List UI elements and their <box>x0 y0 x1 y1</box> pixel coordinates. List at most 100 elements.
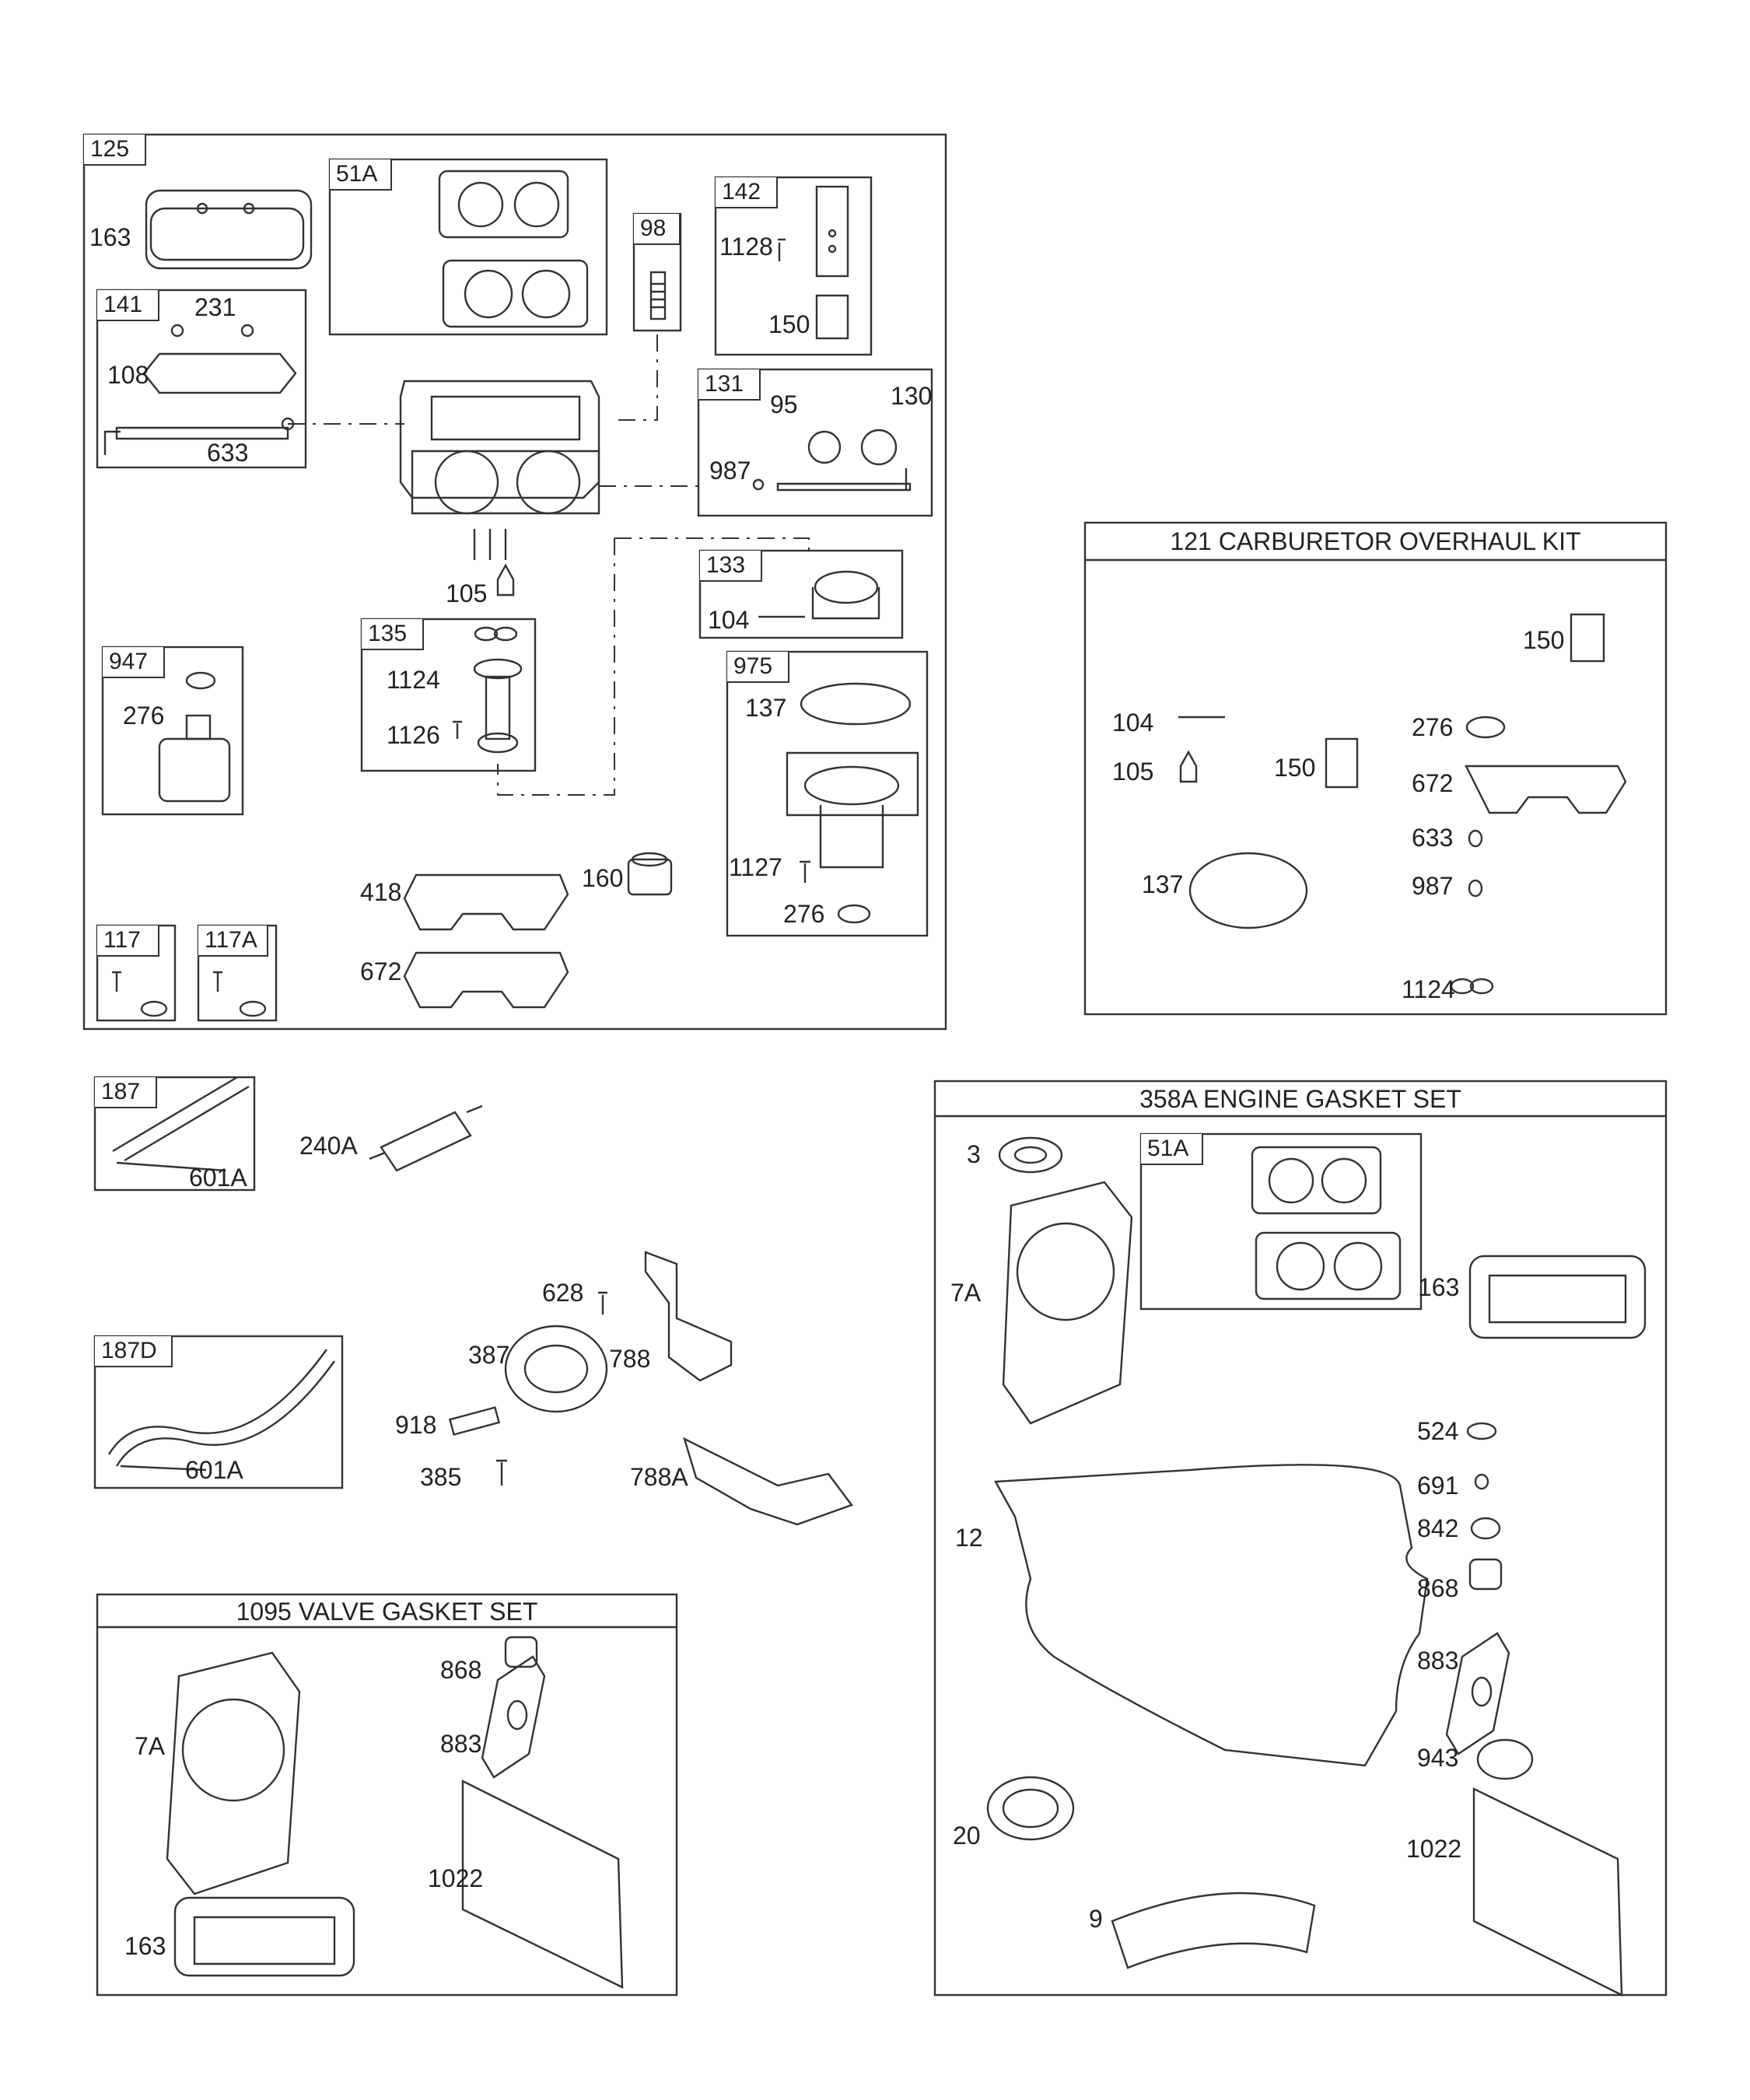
box-label-117: 117 <box>97 926 159 957</box>
box-label-117a: 117A <box>198 926 268 957</box>
part-label-105: 105 <box>446 579 488 607</box>
part-label-788: 788 <box>609 1345 651 1373</box>
kit1095-label-883: 883 <box>440 1730 482 1758</box>
kit121-label-672: 672 <box>1412 769 1454 797</box>
box-label-133: 133 <box>700 551 762 582</box>
part-label-601a: 601A <box>189 1164 247 1192</box>
box-label-947: 947 <box>103 647 165 678</box>
box-label-51a: 51A <box>330 159 392 191</box>
screws-117-icon <box>112 971 267 1017</box>
part-label-385: 385 <box>420 1463 462 1491</box>
kit-1095-box <box>96 1593 678 1997</box>
part-label-1128: 1128 <box>719 233 773 261</box>
kit121-label-104: 104 <box>1112 709 1154 737</box>
part-label-137: 137 <box>745 694 787 722</box>
part-label-418: 418 <box>360 878 402 906</box>
box-187d <box>93 1335 344 1489</box>
kit1095-label-1022: 1022 <box>428 1864 484 1892</box>
part-label-601a-b: 601A <box>185 1456 243 1484</box>
kit358a-label-163: 163 <box>1418 1273 1460 1301</box>
bracket-142-icon <box>778 185 849 340</box>
part-label-150: 150 <box>768 310 810 338</box>
box-975 <box>726 650 929 937</box>
kit121-label-105: 105 <box>1112 758 1154 786</box>
fuel-filter-240a-icon <box>369 1104 483 1172</box>
plug-160-icon <box>627 852 673 896</box>
kit358a-label-842: 842 <box>1417 1514 1459 1542</box>
kit-121-box <box>1083 521 1668 1016</box>
fuel-pump-icon <box>448 1251 853 1526</box>
box-label-975: 975 <box>727 652 789 683</box>
box-label-131: 131 <box>698 369 761 401</box>
box-141 <box>96 289 307 469</box>
box-51a <box>328 158 608 336</box>
part-label-95: 95 <box>770 390 798 418</box>
box-131 <box>697 368 933 517</box>
box-label-135: 135 <box>362 619 424 650</box>
kit358a-label-7a: 7A <box>950 1279 982 1307</box>
gasket-418-icon <box>403 873 569 931</box>
kit-1095-parts-icon <box>166 1636 624 1989</box>
part-label-987: 987 <box>709 457 751 485</box>
part-label-276b: 276 <box>783 900 825 928</box>
part-label-918: 918 <box>395 1411 437 1439</box>
part-label-633: 633 <box>207 439 249 467</box>
part-label-788a: 788A <box>630 1463 688 1491</box>
gasket-163-icon <box>145 189 313 270</box>
box-label-142: 142 <box>716 177 778 208</box>
adapter-975-icon <box>786 682 919 924</box>
gasket-672-icon <box>403 951 569 1009</box>
gasket-51a-icon <box>438 170 589 328</box>
part-label-240a: 240A <box>299 1132 358 1160</box>
box-51a-b <box>1139 1132 1423 1311</box>
part-label-130: 130 <box>891 382 933 410</box>
kit-121-parts-icon <box>1178 613 1627 995</box>
box-142 <box>714 176 873 356</box>
kit1095-label-163: 163 <box>124 1932 166 1960</box>
kit358a-label-524: 524 <box>1417 1417 1459 1445</box>
part-label-1124: 1124 <box>387 666 440 694</box>
kit358a-label-3: 3 <box>967 1140 981 1168</box>
kit-358a-parts-icon <box>986 1136 1647 1997</box>
fuel-line-187d-icon <box>107 1349 335 1472</box>
kit-358a-box <box>933 1080 1668 1997</box>
kit358a-label-691: 691 <box>1417 1472 1459 1500</box>
kit-1095-title: 1095 VALVE GASKET SET <box>236 1598 538 1626</box>
kit358a-label-12: 12 <box>955 1524 983 1552</box>
kit121-label-276: 276 <box>1412 713 1454 741</box>
kit121-label-150b: 150 <box>1274 754 1316 782</box>
kit358a-label-1022: 1022 <box>1406 1835 1462 1863</box>
part-label-672: 672 <box>360 957 402 985</box>
spring-98-icon <box>649 271 667 320</box>
box-label-141: 141 <box>97 290 159 321</box>
carburetor-body-icon <box>399 380 600 560</box>
float-135-icon <box>453 626 523 754</box>
box-label-98: 98 <box>634 214 681 245</box>
kit358a-label-9: 9 <box>1089 1905 1103 1933</box>
part-label-104: 104 <box>708 606 750 634</box>
part-label-1127: 1127 <box>729 853 782 881</box>
air-horn-133-icon <box>758 570 880 620</box>
part-label-108: 108 <box>107 361 149 389</box>
box-133 <box>698 549 904 639</box>
kit358a-label-943: 943 <box>1417 1744 1459 1772</box>
choke-131-icon <box>752 429 912 492</box>
needle-105-icon <box>496 563 515 597</box>
box-label-187d: 187D <box>95 1336 173 1367</box>
solenoid-947-icon <box>158 671 231 803</box>
kit121-label-633: 633 <box>1412 824 1454 852</box>
box-label-125: 125 <box>84 135 146 166</box>
kit358a-label-868: 868 <box>1417 1574 1459 1602</box>
fuel-line-187-icon <box>112 1076 250 1172</box>
kit1095-label-868: 868 <box>440 1656 482 1684</box>
part-label-163: 163 <box>89 223 131 251</box>
part-label-628: 628 <box>542 1279 584 1307</box>
kit1095-label-7a: 7A <box>135 1732 166 1760</box>
kit121-label-150a: 150 <box>1523 626 1565 654</box>
kit-358a-title: 358A ENGINE GASKET SET <box>1139 1085 1461 1113</box>
part-label-231: 231 <box>194 293 236 321</box>
kit358a-label-883: 883 <box>1417 1647 1459 1675</box>
box-label-187: 187 <box>95 1077 157 1108</box>
kit121-label-1124: 1124 <box>1402 975 1455 1003</box>
